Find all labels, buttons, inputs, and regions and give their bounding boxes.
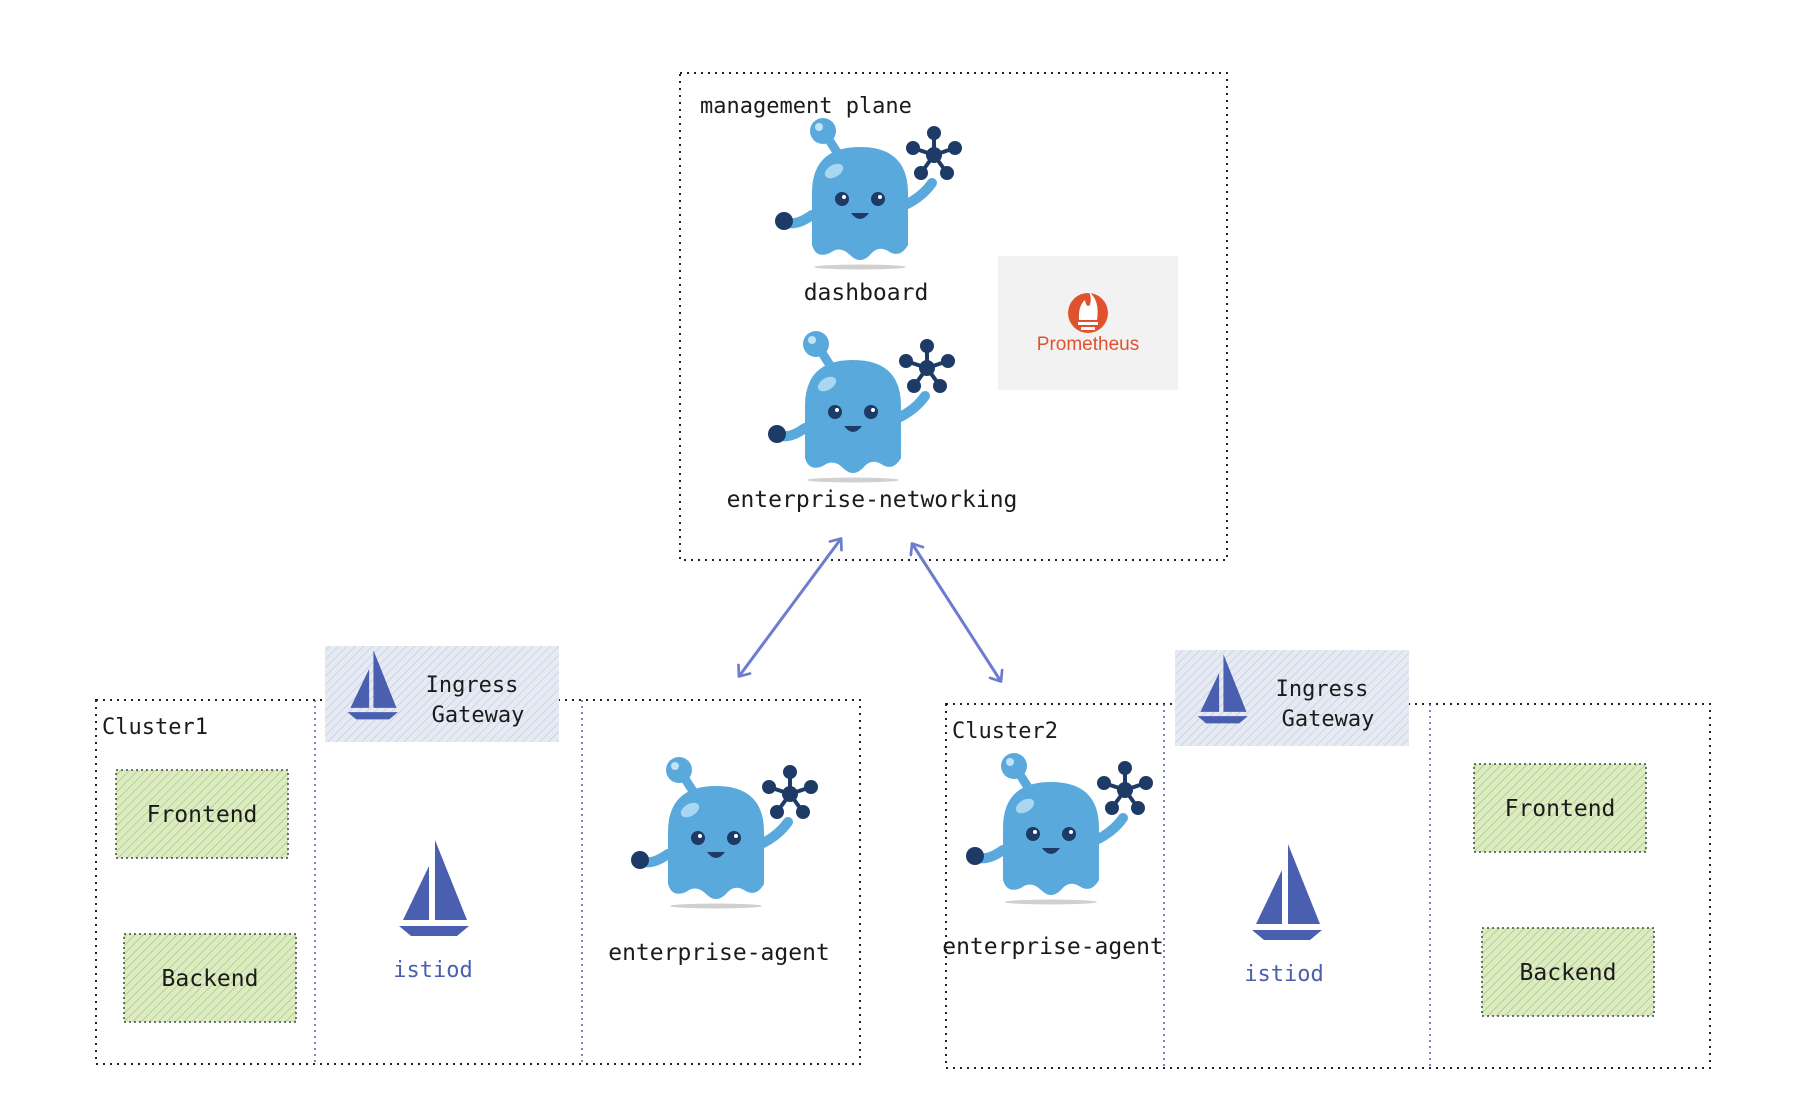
enterprise-networking-label: enterprise-networking (727, 487, 1018, 513)
cluster1-istiod-label: istiod (393, 958, 472, 983)
cluster2-agent-mascot-icon (966, 753, 1151, 905)
cluster1-backend-label: Backend (162, 966, 259, 992)
cluster1-agent-mascot-icon (631, 757, 816, 909)
cluster2-ingress-line1: Ingress (1276, 677, 1369, 702)
arrow-networking-cluster2 (909, 542, 1004, 683)
cluster1-box: Cluster1 Frontend Backend Ingress Gatewa… (95, 646, 861, 1065)
cluster1-ingress-line1: Ingress (426, 673, 519, 698)
arrow-networking-cluster1 (737, 537, 843, 678)
management-plane-box: management plane dashboard enterprise-ne… (679, 72, 1228, 561)
prometheus-label: Prometheus (1037, 334, 1139, 355)
cluster2-backend-box: Backend (1481, 927, 1655, 1017)
enterprise-networking-mascot-icon (768, 331, 953, 483)
cluster2-agent-label: enterprise-agent (942, 934, 1164, 960)
dashboard-label: dashboard (804, 280, 929, 306)
prometheus-box: Prometheus (998, 256, 1178, 390)
cluster2-frontend-label: Frontend (1505, 796, 1616, 822)
prometheus-flame-icon (1068, 292, 1108, 333)
cluster1-ingress-line2: Gateway (432, 703, 525, 728)
cluster1-ingress-gateway: Ingress Gateway (325, 646, 559, 742)
cluster2-backend-label: Backend (1520, 960, 1617, 986)
cluster1-frontend-label: Frontend (147, 802, 258, 828)
cluster2-ingress-gateway: Ingress Gateway (1175, 650, 1409, 746)
cluster2-ingress-line2: Gateway (1282, 707, 1375, 732)
cluster1-title: Cluster1 (102, 715, 208, 740)
cluster2-frontend-box: Frontend (1473, 763, 1647, 853)
cluster2-title: Cluster2 (952, 719, 1058, 744)
dashboard-mascot-icon (775, 118, 960, 270)
cluster1-backend-box: Backend (123, 933, 297, 1023)
cluster1-agent-label: enterprise-agent (608, 940, 830, 966)
management-plane-title: management plane (700, 94, 912, 119)
cluster2-istiod-label: istiod (1244, 962, 1323, 987)
cluster1-istiod-sail-icon (399, 840, 469, 936)
cluster2-box: Cluster2 enterprise-agent Ingress Gatewa… (942, 650, 1711, 1069)
cluster1-frontend-box: Frontend (115, 769, 289, 859)
cluster2-istiod-sail-icon (1252, 844, 1322, 940)
